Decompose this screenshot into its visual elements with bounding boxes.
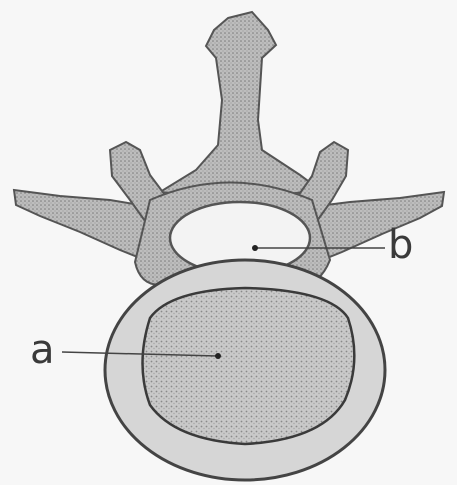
vertebral-body-inner xyxy=(143,288,355,444)
pointer-dot-a xyxy=(215,353,221,359)
spinous-process xyxy=(160,12,320,200)
pointer-dot-b xyxy=(252,245,258,251)
label-b: b xyxy=(388,225,413,265)
label-a: a xyxy=(30,330,55,370)
